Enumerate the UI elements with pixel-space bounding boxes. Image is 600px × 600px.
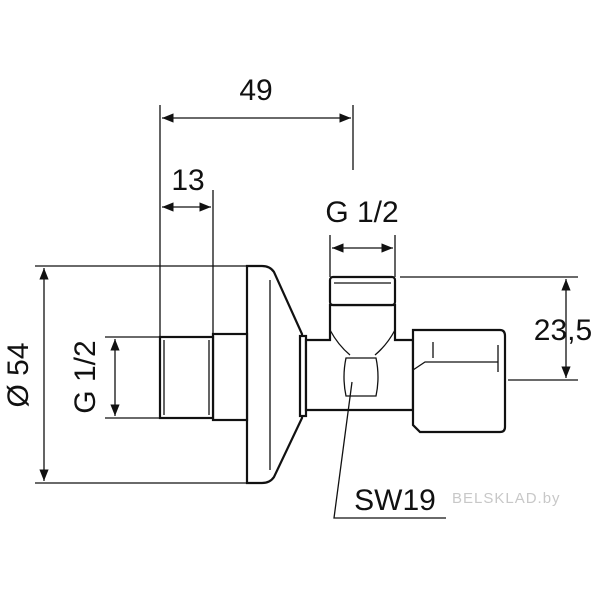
- outlet-thread-label: G 1/2: [325, 196, 398, 229]
- outlet-height-label: 23,5: [534, 314, 592, 347]
- inlet-thread-label: G 1/2: [69, 340, 102, 413]
- dimension-13-label: 13: [171, 164, 204, 197]
- dimension-49-label: 49: [239, 74, 272, 107]
- dimension-23-5: 23,5: [400, 276, 592, 381]
- dimension-13: 13: [162, 164, 214, 334]
- dimension-diameter-54: Ø 54: [2, 265, 247, 484]
- wrench-size-callout: SW19: [333, 381, 446, 519]
- valve-body: [158, 264, 507, 485]
- watermark: BELSKLAD.by: [452, 490, 561, 507]
- dimension-49: 49: [159, 74, 354, 337]
- dimension-inlet-thread: G 1/2: [69, 336, 160, 419]
- dimension-outlet-thread: G 1/2: [325, 196, 399, 277]
- dimension-diameter-label: Ø 54: [2, 342, 35, 407]
- wrench-size-label: SW19: [354, 484, 436, 517]
